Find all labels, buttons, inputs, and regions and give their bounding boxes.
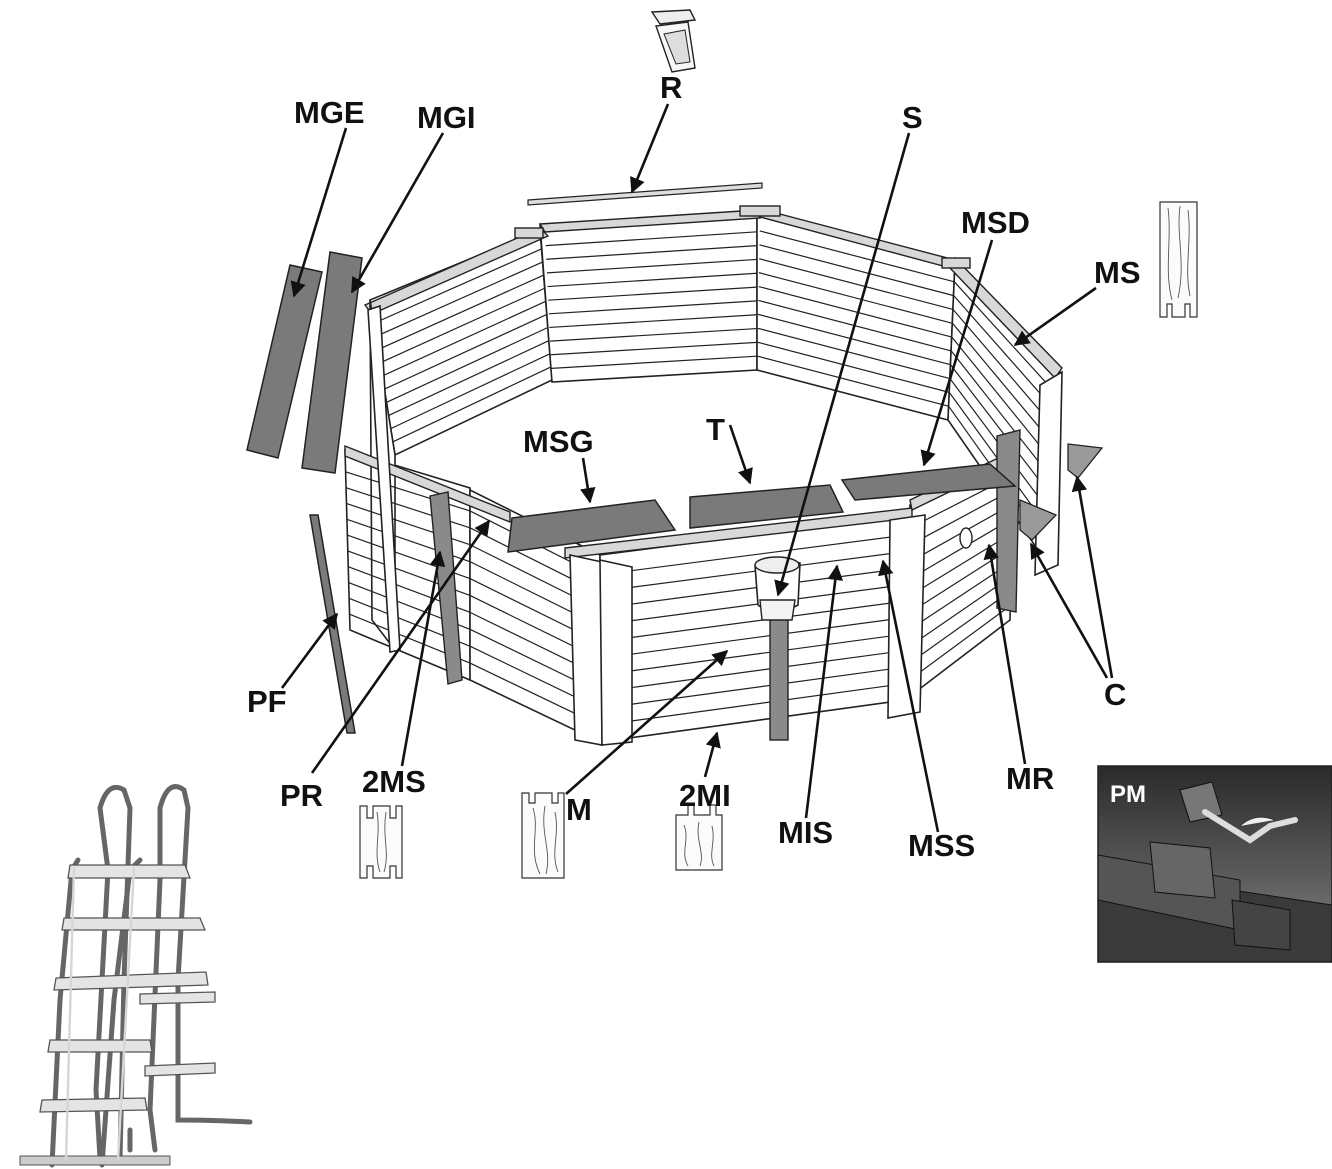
wall-plank-line (905, 604, 1011, 684)
wall-plank-line (906, 575, 1012, 649)
part-msd (840, 463, 1017, 501)
wall-plank-line (599, 649, 907, 693)
label-2mi: 2MI (679, 778, 731, 813)
wall-plank-line (950, 350, 1052, 478)
wall-plank-line (373, 248, 542, 324)
wall-plank-line (759, 258, 954, 311)
wall-plank-line (382, 300, 546, 377)
wall-plank-line (547, 272, 758, 288)
wall-plank-line (757, 355, 949, 407)
wall-plank-line (757, 313, 951, 366)
leader-arrows (280, 103, 1114, 833)
wall-plank-line (392, 366, 552, 443)
wall-plank-line (378, 274, 544, 351)
wall-plank-line (551, 355, 758, 369)
wall-plank-line (546, 245, 758, 260)
wall-plank-line (758, 272, 953, 324)
wall-plank-line (549, 314, 758, 329)
wall-plank-line (908, 532, 1014, 597)
wall-plank-line (599, 666, 906, 710)
label-ms: MS (1094, 255, 1141, 290)
wall-plank-line (384, 314, 547, 390)
return-fitting (959, 527, 973, 549)
part-labels: R MGE MGI S MSD MS MSG T PF PR 2MS M 2MI… (247, 70, 1141, 863)
label-pf: PF (247, 684, 287, 719)
wall-plank-line (952, 309, 1055, 429)
part-mge (246, 264, 323, 459)
part-r-icon (650, 9, 697, 73)
wall-plank-line (550, 341, 758, 356)
label-2ms: 2MS (362, 764, 426, 799)
label-c: C (1104, 677, 1126, 712)
part-t (689, 484, 845, 529)
wall-plank-line (388, 340, 549, 416)
rail (527, 182, 763, 206)
wall-plank-line (599, 550, 910, 593)
wall-plank-line (548, 286, 758, 301)
label-mgi: MGI (417, 100, 476, 135)
wall-plank-line (758, 285, 952, 338)
wall-plank-line (757, 327, 951, 380)
label-msd: MSD (961, 205, 1030, 240)
label-mss: MSS (908, 828, 975, 863)
part-ms-icon (1159, 201, 1198, 318)
label-msg: MSG (523, 424, 594, 459)
wall-plank-line (545, 231, 758, 247)
wall-plank-line (375, 261, 543, 337)
mallet-icon (1179, 781, 1223, 823)
label-m: M (566, 792, 592, 827)
label-s: S (902, 100, 923, 135)
wall-plank-line (546, 258, 758, 274)
wall-plank-line (390, 353, 551, 430)
wall-plank-line (548, 300, 758, 315)
wall-plank-line (951, 322, 1054, 445)
part-msg (507, 499, 677, 553)
label-mge: MGE (294, 95, 365, 130)
label-pm: PM (1110, 781, 1146, 808)
wall-plank-line (757, 341, 950, 393)
wall-plank-line (759, 230, 955, 283)
part-2mi-icon (675, 804, 723, 871)
label-pr: PR (280, 778, 323, 813)
wall-plank-line (951, 336, 1053, 462)
wall-plank-line (905, 590, 1012, 666)
label-t: T (706, 412, 725, 447)
part-mgi (301, 251, 363, 474)
label-r: R (660, 70, 682, 105)
back-wall-planks (373, 230, 1058, 544)
wall-plank-line (950, 364, 1051, 495)
wall-plank-line (599, 633, 907, 676)
wall-plank-line (599, 600, 908, 643)
wall-plank-line (380, 287, 545, 364)
ladder-icon (19, 784, 253, 1168)
wall-plank-line (599, 533, 910, 576)
wall-plank-line (759, 244, 954, 297)
wall-plank-line (550, 327, 758, 342)
part-m-icon (521, 792, 565, 879)
label-mr: MR (1006, 761, 1054, 796)
wall-plank-line (909, 517, 1014, 580)
pm-inset: PM (1097, 765, 1332, 963)
part-2ms-icon (359, 805, 403, 879)
wall-plank-line (953, 281, 1058, 395)
label-mis: MIS (778, 815, 833, 850)
wall-plank-line (599, 567, 909, 609)
wall-plank-line (386, 327, 548, 403)
wall-plank-line (599, 583, 909, 626)
wall-plank-line (599, 616, 908, 659)
